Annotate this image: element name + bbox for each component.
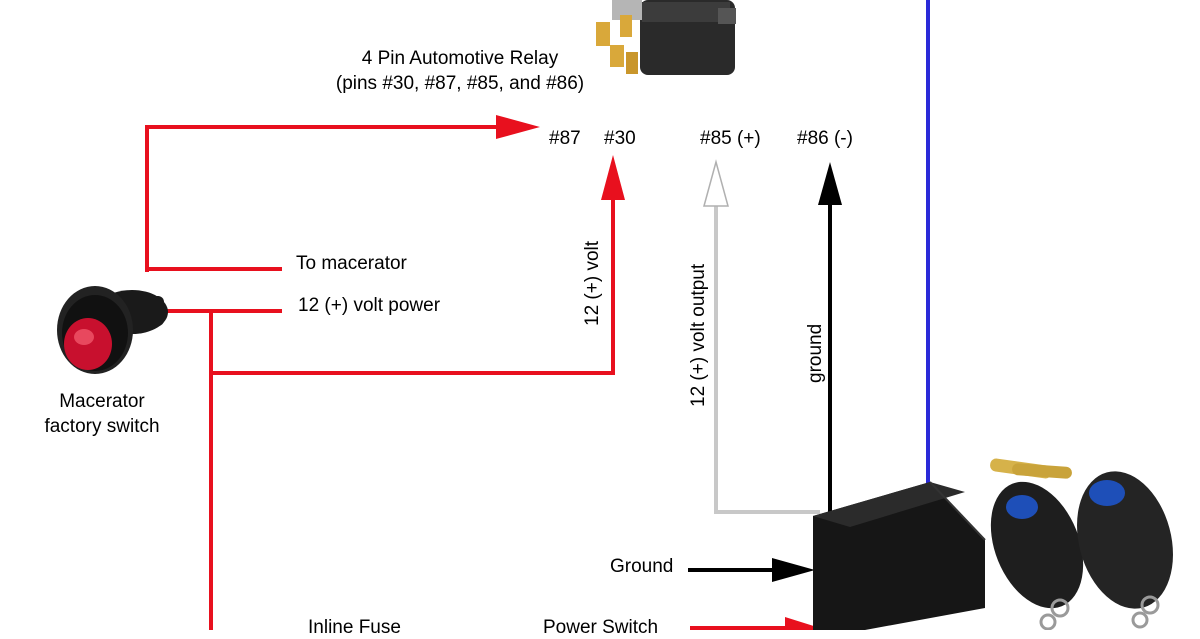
arrow-to-87 [496, 115, 540, 139]
relay-title: 4 Pin Automotive Relay [361, 48, 559, 69]
wire-87-feed [145, 125, 500, 272]
power-switch-label: Power Switch [543, 617, 659, 638]
relay-subtitle: (pins #30, #87, #85, and #86) [335, 73, 585, 94]
remote-receiver-icon [813, 481, 986, 630]
wire-12v-to-30 [211, 198, 615, 375]
wire-12v-label: 12 (+) volt [582, 240, 603, 326]
remote-key-fob-icon [990, 471, 1173, 630]
relay-icon [596, 0, 736, 75]
ground-label: Ground [610, 556, 674, 577]
arrow-power-switch [785, 617, 820, 630]
to-macerator-label: To macerator [296, 253, 407, 274]
pin-87-label: #87 [549, 128, 581, 149]
battery-icon [990, 458, 1072, 479]
wire-ground-label: ground [805, 323, 826, 383]
black-wires [688, 162, 842, 582]
power-12v-label: 12 (+) volt power [298, 295, 441, 316]
red-wires [145, 125, 790, 630]
switch-label-line2: factory switch [44, 416, 160, 437]
push-button-switch-icon [57, 286, 168, 374]
switch-label-line1: Macerator [59, 391, 145, 412]
wire-12v-output-label: 12 (+) volt output [688, 263, 709, 407]
pin-86-label: #86 (-) [797, 128, 853, 149]
pin-30-label: #30 [604, 128, 636, 149]
white-wire [703, 159, 820, 514]
inline-fuse-label: Inline Fuse [308, 617, 401, 638]
arrow-to-30 [601, 155, 625, 200]
pin-85-label: #85 (+) [700, 128, 761, 149]
